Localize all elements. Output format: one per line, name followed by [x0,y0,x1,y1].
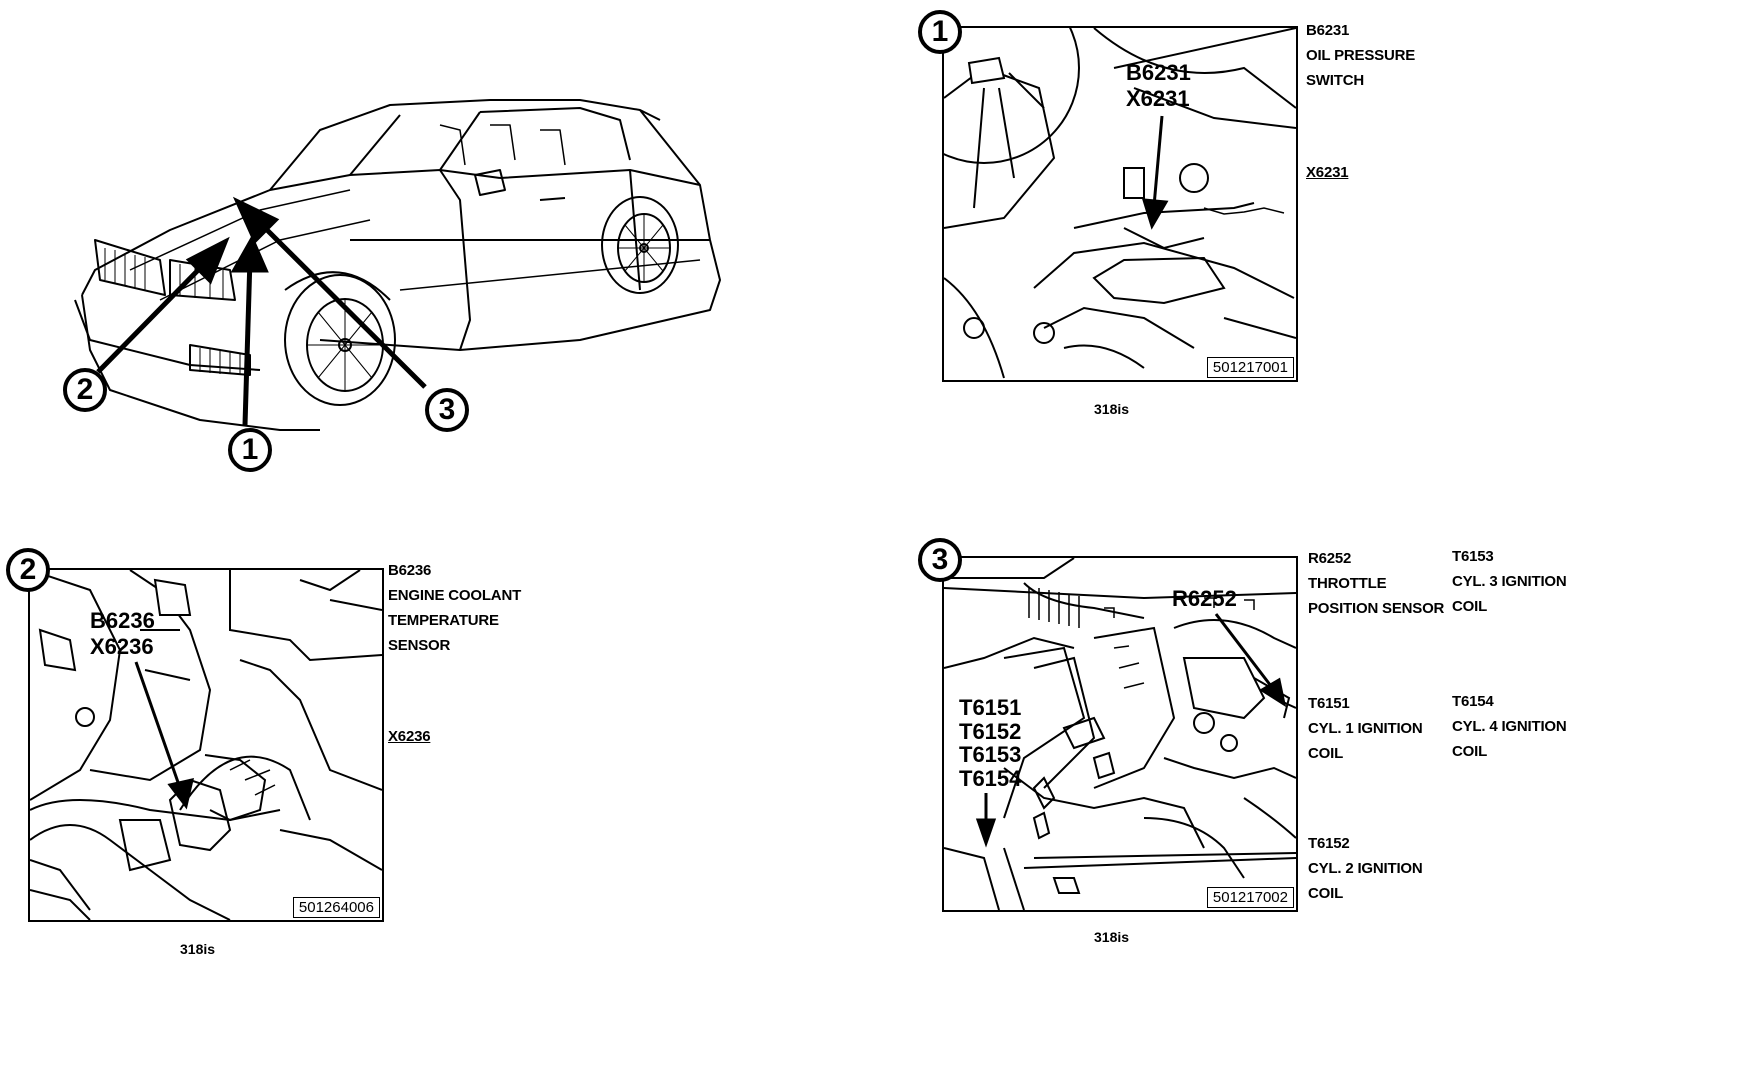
callout-line: B6236 [90,608,155,633]
panel1-caption: 318is [1094,401,1130,417]
panel2-ref-code: 501264006 [292,897,380,918]
label-line: COIL [1308,885,1344,902]
panel2-connector-label: X6236 [388,728,431,745]
panel3-label-t6154: T6154 CYL. 4 IGNITION COIL [1452,689,1567,764]
callout-line: X6231 [1126,86,1190,111]
callout-circle-2: 2 [63,368,107,412]
label-line: COIL [1452,743,1488,760]
oil-pressure-switch-illustration [944,28,1296,379]
panel1-callout-text: B6231 X6231 [1126,60,1191,112]
panel3-label-t6153: T6153 CYL. 3 IGNITION COIL [1452,544,1567,619]
callout-circle-1: 1 [228,428,272,472]
label-line: T6152 [1308,835,1350,852]
panel3-label-t6151: T6151 CYL. 1 IGNITION COIL [1308,691,1423,766]
label-line: TEMPERATURE [388,612,499,629]
callout-line: X6236 [90,634,154,659]
label-line: T6154 [1452,693,1494,710]
label-line: T6151 [1308,695,1350,712]
panel1-component-label: B6231 OIL PRESSURE SWITCH [1306,18,1415,93]
label-line: B6231 [1306,22,1350,39]
callout-line: T6153 [959,742,1022,767]
panel3-caption: 318is [1094,929,1130,945]
label-line: R6252 [1308,550,1352,567]
panel1-connector-label: X6231 [1306,164,1349,181]
callout-line: T6152 [959,718,1022,744]
callout-line: B6231 [1126,60,1191,85]
label-line: SWITCH [1306,72,1364,89]
label-line: B6236 [388,562,432,579]
callout-line: T6151 [959,695,1022,720]
panel2-component-label: B6236 ENGINE COOLANT TEMPERATURE SENSOR [388,558,521,658]
panel2-callout-text: B6236 X6236 [90,608,155,660]
panel1-ref-code: 501217001 [1206,357,1294,378]
panel2-caption: 318is [180,941,216,957]
panel3-callout-ignition-coils: T6151 T6152 T6153 T6154 [959,696,1021,790]
label-line: THROTTLE [1308,575,1387,592]
panel3-label-r6252: R6252 THROTTLE POSITION SENSOR [1308,546,1444,621]
label-line: ENGINE COOLANT [388,587,522,604]
panel2-number-circle: 2 [6,548,50,592]
callout-line: T6154 [959,765,1022,791]
car-overview-illustration [74,99,721,431]
label-line: CYL. 2 IGNITION [1308,860,1423,877]
panel3-ref-code: 501217002 [1206,887,1294,908]
label-line: SENSOR [388,637,451,654]
label-line: COIL [1452,598,1488,615]
engine-bay-illustration [944,558,1296,910]
label-line: T6153 [1452,548,1494,565]
label-line: CYL. 3 IGNITION [1452,573,1567,590]
panel3-callout-r6252: R6252 [1172,586,1237,611]
coolant-sensor-illustration [30,570,382,920]
callout-circle-3: 3 [425,388,469,432]
label-line: POSITION SENSOR [1308,600,1445,617]
panel-throttle-and-ignition-coils: R6252 T6151 T6152 T6153 T6154 501217002 [942,556,1298,912]
label-line: OIL PRESSURE [1306,47,1416,64]
panel-engine-coolant-temperature-sensor: B6236 X6236 501264006 [28,568,384,922]
label-line: CYL. 1 IGNITION [1308,720,1423,737]
panel-oil-pressure-switch: B6231 X6231 501217001 [942,26,1298,382]
panel3-label-t6152: T6152 CYL. 2 IGNITION COIL [1308,831,1423,906]
panel3-number-circle: 3 [918,538,962,582]
panel1-number-circle: 1 [918,10,962,54]
label-line: CYL. 4 IGNITION [1452,718,1567,735]
label-line: COIL [1308,745,1344,762]
